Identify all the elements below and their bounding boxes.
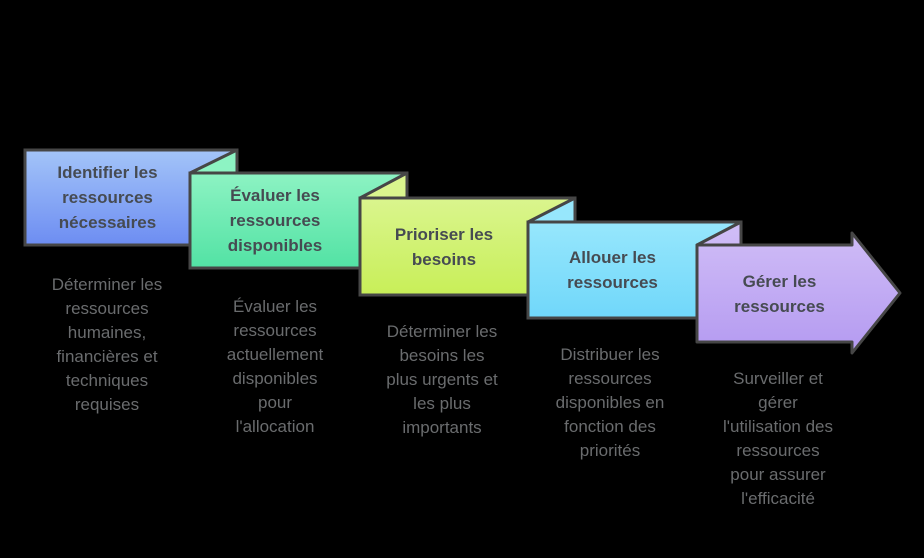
step-5-arrow-card xyxy=(695,231,902,355)
